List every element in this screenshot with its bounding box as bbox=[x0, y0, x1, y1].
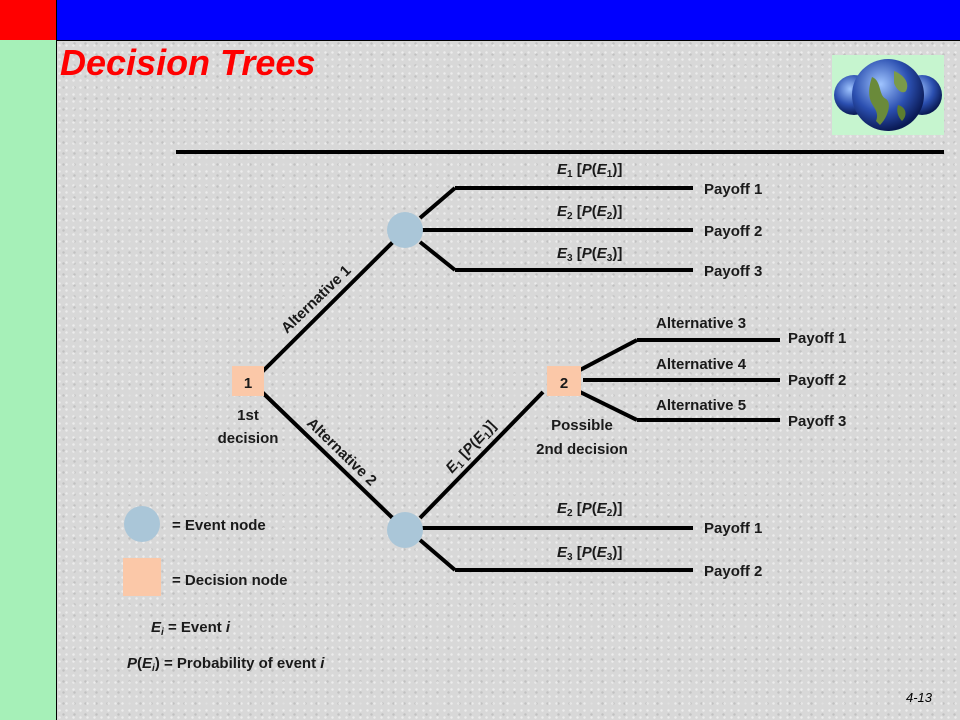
legend-ei-definition: Ei = Event i bbox=[151, 619, 231, 638]
decision-1-caption-line1: 1st bbox=[237, 407, 259, 424]
legend-event-node-label: = Event node bbox=[172, 517, 266, 534]
event-node-bottom bbox=[387, 512, 423, 548]
branch-alternative-5 bbox=[579, 390, 638, 422]
branch-e1-bottom bbox=[418, 390, 545, 520]
branch-alternative-2 bbox=[260, 390, 407, 532]
alternative-4-label: Alternative 4 bbox=[656, 356, 747, 373]
decision-node-2-label: 2 bbox=[560, 375, 568, 392]
branch-alternative-1 bbox=[260, 228, 407, 374]
corner-block bbox=[0, 0, 57, 40]
event-label-e3-bottom: E3 [P(E3)] bbox=[557, 544, 622, 563]
legend-event-node-icon bbox=[124, 506, 160, 542]
page-number: 4-13 bbox=[906, 690, 933, 705]
event-label-e1-diagonal: E1 [P(E1)] bbox=[442, 417, 500, 478]
globe-icon bbox=[832, 55, 944, 135]
branch-e3-bottom bbox=[418, 538, 457, 572]
decision-2-caption-line1: Possible bbox=[551, 417, 613, 434]
payoff-mid-2: Payoff 2 bbox=[788, 372, 846, 389]
event-label-e3-top: E3 [P(E3)] bbox=[557, 245, 622, 264]
payoff-bottom-2: Payoff 2 bbox=[704, 563, 762, 580]
event-label-e1-top: E1 [P(E1)] bbox=[557, 161, 622, 180]
legend-decision-node-icon bbox=[123, 558, 161, 596]
payoff-top-1: Payoff 1 bbox=[704, 181, 762, 198]
alternative-1-label: Alternative 1 bbox=[278, 262, 355, 337]
decision-node-1 bbox=[232, 366, 264, 396]
payoff-mid-1: Payoff 1 bbox=[788, 330, 846, 347]
branch-e1-top bbox=[418, 186, 457, 220]
left-bar bbox=[0, 40, 57, 720]
decision-1-caption-line2: decision bbox=[218, 430, 279, 447]
decision-node-2 bbox=[547, 366, 581, 396]
alternative-5-label: Alternative 5 bbox=[656, 397, 746, 414]
legend-pei-definition: P(Ei) = Probability of event i bbox=[127, 655, 325, 674]
payoff-mid-3: Payoff 3 bbox=[788, 413, 846, 430]
top-bar bbox=[0, 0, 960, 41]
event-node-top bbox=[387, 212, 423, 248]
payoff-bottom-1: Payoff 1 bbox=[704, 520, 762, 537]
decision-2-caption-line2: 2nd decision bbox=[536, 441, 628, 458]
branch-alternative-3 bbox=[579, 338, 638, 372]
payoff-top-3: Payoff 3 bbox=[704, 263, 762, 280]
decision-node-1-label: 1 bbox=[244, 375, 252, 392]
event-label-e2-bottom: E2 [P(E2)] bbox=[557, 500, 622, 519]
alternative-3-label: Alternative 3 bbox=[656, 315, 746, 332]
alternative-2-label: Alternative 2 bbox=[303, 415, 380, 490]
event-label-e2-top: E2 [P(E2)] bbox=[557, 203, 622, 222]
payoff-top-2: Payoff 2 bbox=[704, 223, 762, 240]
branch-e3-top bbox=[418, 240, 457, 272]
legend-decision-node-label: = Decision node bbox=[172, 572, 287, 589]
page-title: Decision Trees bbox=[60, 42, 316, 83]
